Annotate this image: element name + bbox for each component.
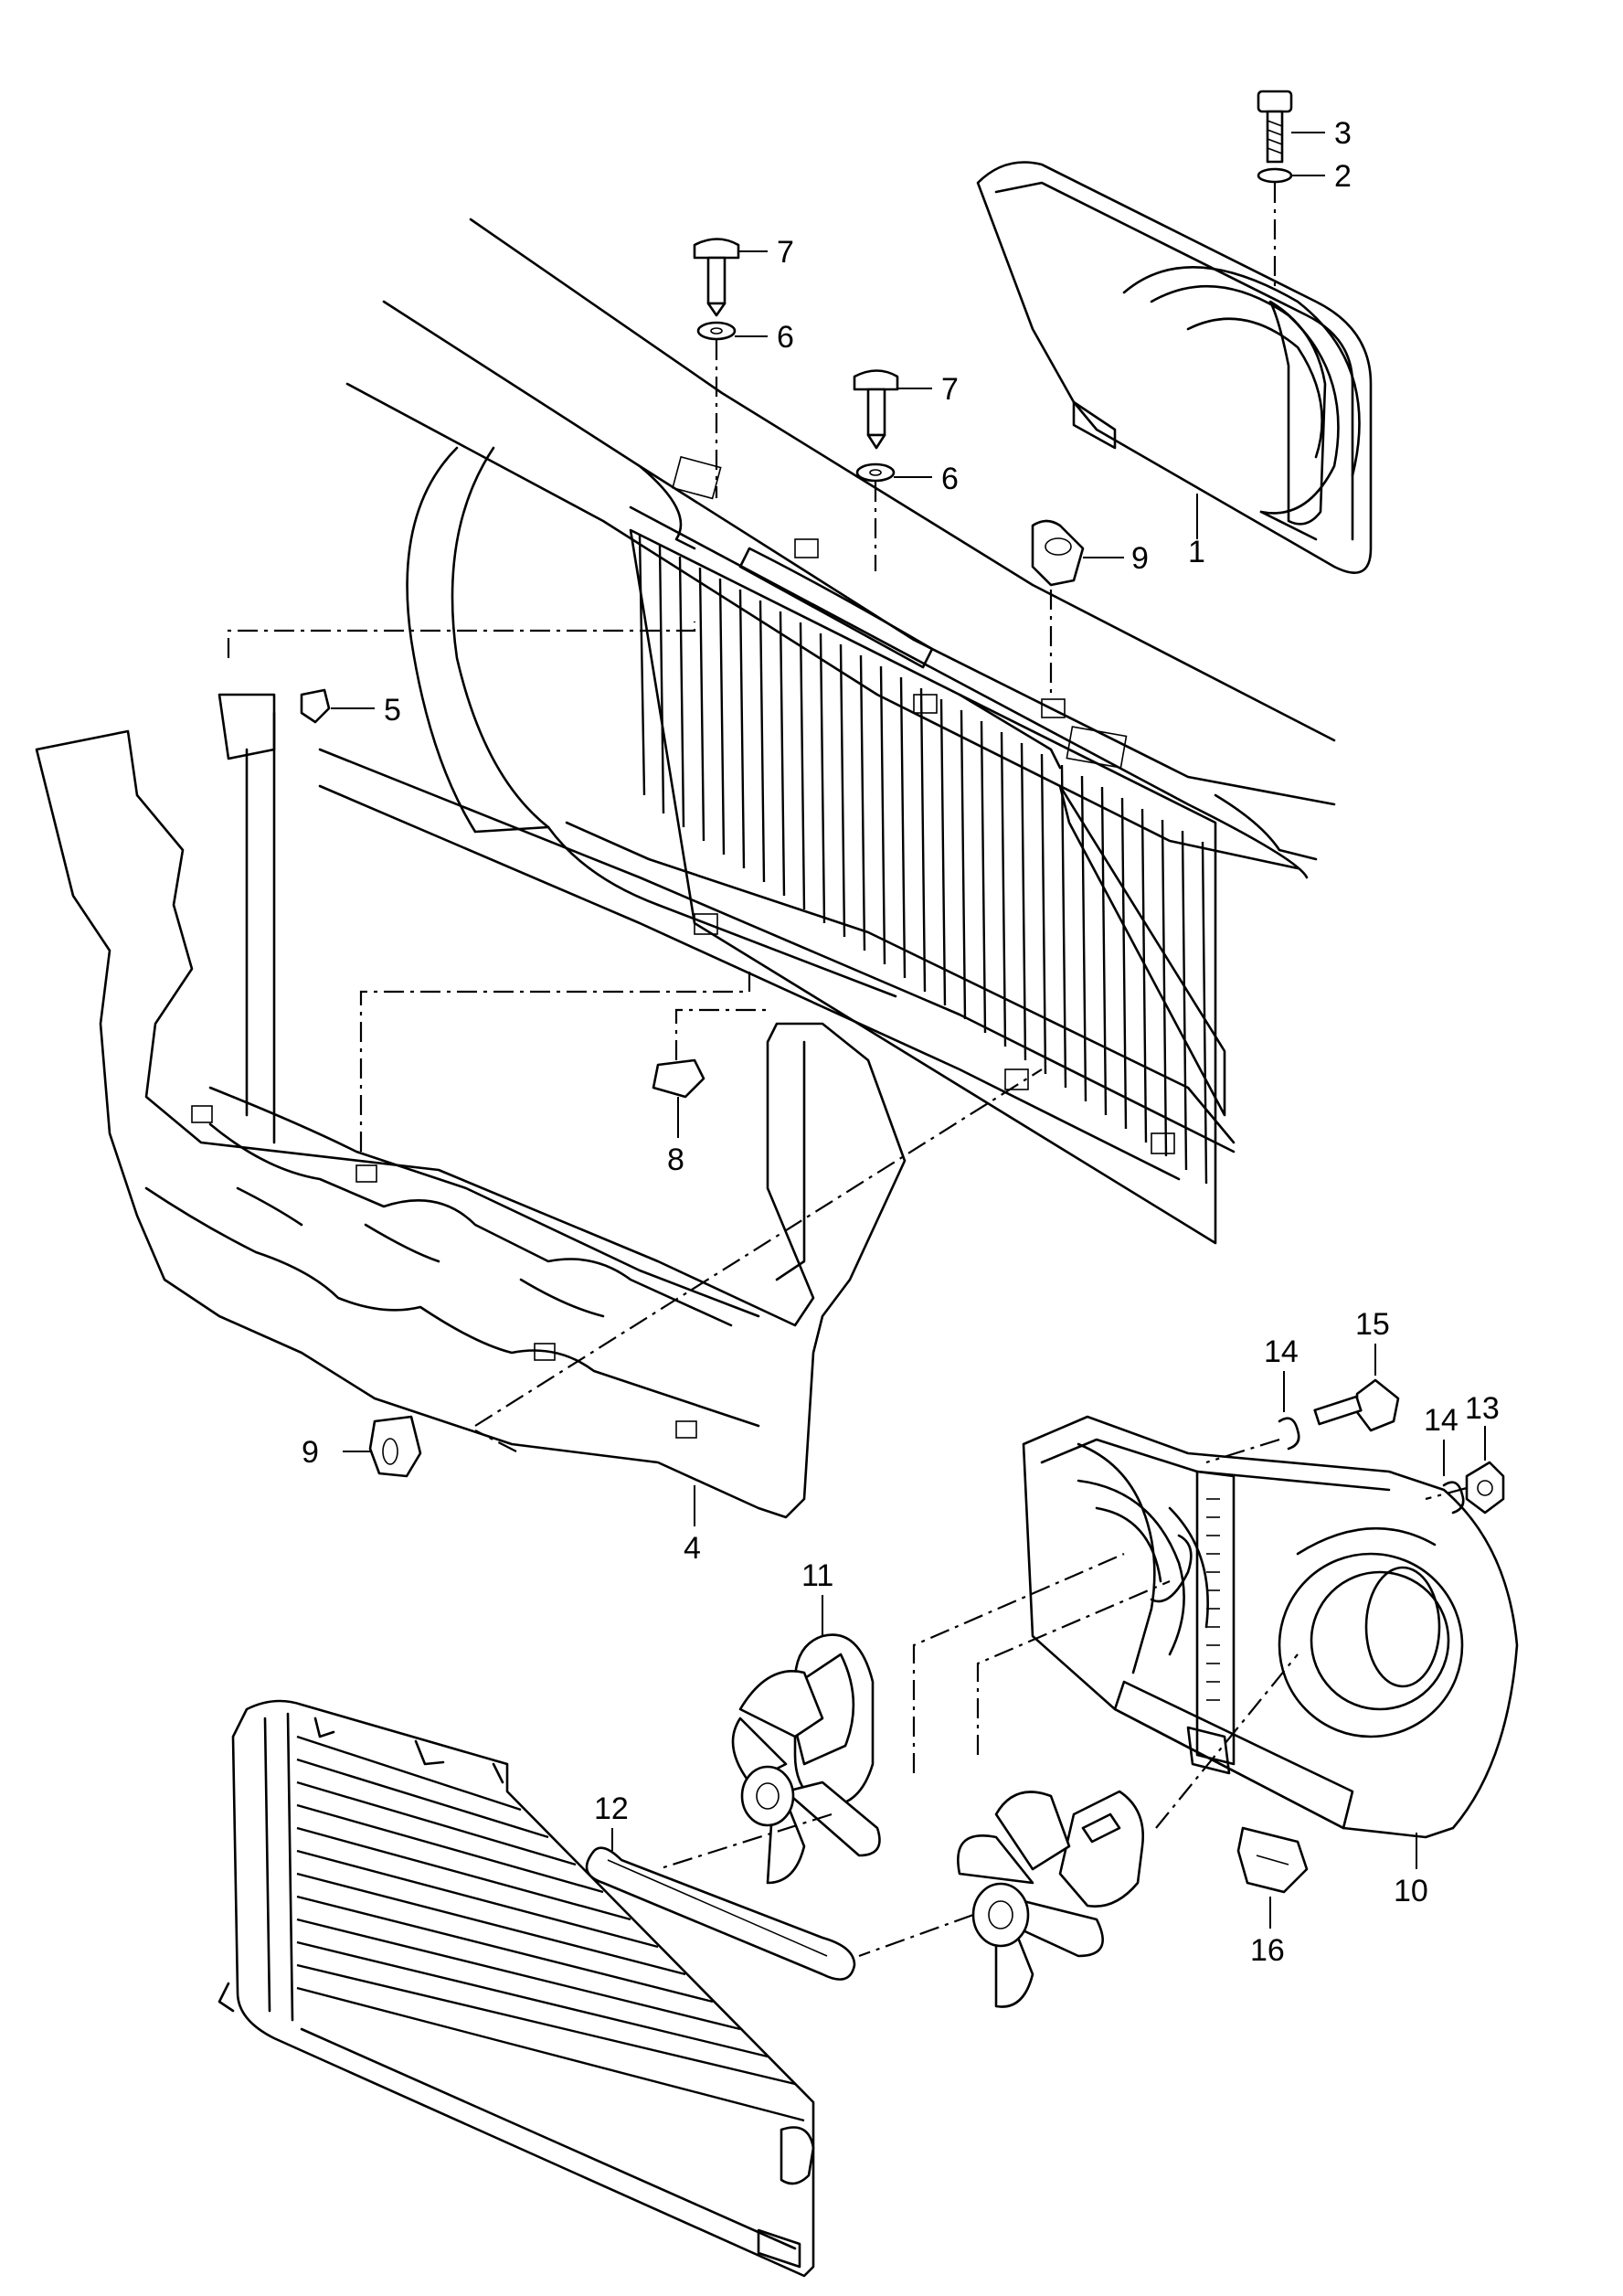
part-6-washer-a [696, 321, 768, 498]
part-10-twin-fan-shroud [1022, 1415, 1519, 1869]
part-7-screw-b [853, 369, 932, 450]
callout-13: 13 [1465, 1391, 1500, 1426]
grille-fins [629, 528, 1226, 1245]
part-9-rubber-mount-lower [343, 1415, 422, 1478]
part-11-fan-motor-upper [731, 1595, 881, 1885]
part-6-washer-b [855, 462, 932, 571]
callout-11: 11 [801, 1558, 833, 1593]
callout-3: 3 [1334, 116, 1352, 151]
callout-labels: 1 2 3 4 5 6 6 7 7 8 9 9 10 11 12 13 14 1… [302, 116, 1500, 1968]
part-7-screw-a [693, 238, 768, 317]
assembly-lines-lower [657, 1552, 1299, 1958]
callout-7-b: 7 [941, 372, 959, 407]
part-15-bolt [1313, 1344, 1400, 1432]
part-8-clip [652, 1058, 705, 1138]
part-14-clip-b [1442, 1440, 1465, 1515]
callout-9-a: 9 [1131, 541, 1149, 576]
part-14-clip-a [1205, 1371, 1300, 1464]
callout-16: 16 [1250, 1933, 1285, 1968]
part-5-clip [300, 688, 375, 724]
callout-14-b: 14 [1424, 1403, 1459, 1438]
part-9-rubber-mount-upper [1031, 519, 1124, 695]
callout-10: 10 [1394, 1874, 1428, 1908]
callout-15: 15 [1355, 1307, 1390, 1342]
callout-8: 8 [667, 1143, 684, 1177]
callout-14-a: 14 [1264, 1334, 1299, 1369]
part-13-nut [1425, 1426, 1505, 1515]
callout-12: 12 [594, 1791, 629, 1826]
assembly-lines-upper [227, 622, 1043, 1452]
callout-6-b: 6 [941, 462, 959, 496]
part-16-clip [1236, 1826, 1309, 1929]
callout-6-a: 6 [777, 320, 794, 355]
fan-motor-lower [957, 1790, 1144, 2008]
part-3-bolt [1257, 90, 1325, 164]
front-body-panel [318, 218, 1336, 1181]
part-4-air-guide [35, 693, 907, 1526]
callout-5: 5 [384, 693, 401, 728]
callout-2: 2 [1334, 159, 1352, 194]
radiator [217, 1699, 815, 2278]
part-1-fan-shroud [976, 161, 1373, 574]
callout-7-a: 7 [777, 235, 794, 270]
callout-4: 4 [684, 1531, 701, 1566]
callout-9-b: 9 [302, 1435, 319, 1470]
part-2-washer [1257, 167, 1325, 292]
callout-1: 1 [1188, 535, 1205, 569]
